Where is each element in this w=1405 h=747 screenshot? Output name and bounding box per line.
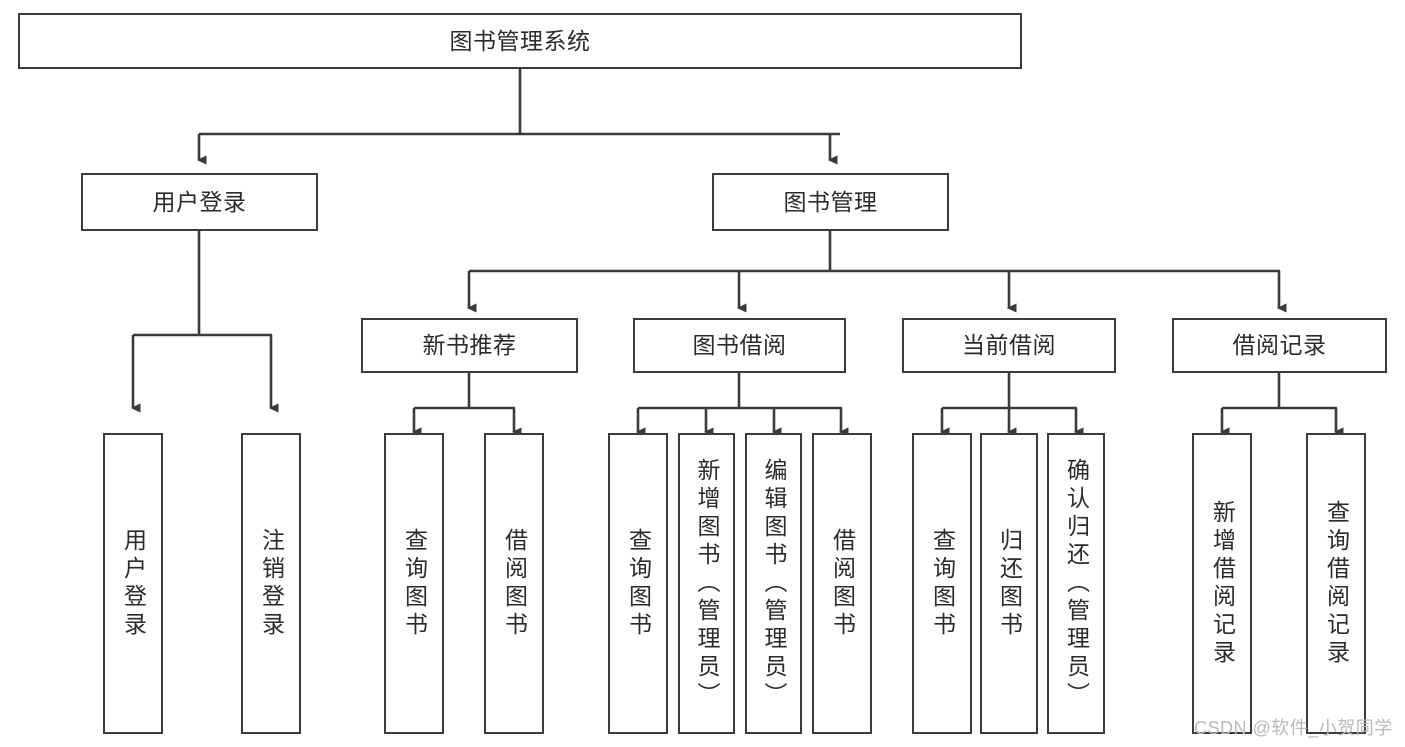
node-label: 查询借阅记录 bbox=[1323, 499, 1350, 668]
leaf-new-book-borrow[interactable]: 借阅图书 bbox=[484, 433, 544, 734]
leaf-new-book-query[interactable]: 查询图书 bbox=[384, 433, 444, 734]
node-label: 查询图书 bbox=[401, 527, 428, 640]
leaf-book-borrow-borrow[interactable]: 借阅图书 bbox=[812, 433, 872, 734]
node-label: 新增借阅记录 bbox=[1209, 499, 1236, 668]
leaf-current-borrow-confirm-return[interactable]: 确认归还（管理员） bbox=[1047, 433, 1105, 734]
leaf-current-borrow-return[interactable]: 归还图书 bbox=[980, 433, 1038, 734]
node-label: 借阅图书 bbox=[829, 527, 856, 640]
node-label: 注销登录 bbox=[258, 527, 285, 640]
leaf-user-login-logout[interactable]: 注销登录 bbox=[241, 433, 301, 734]
leaf-user-login-login[interactable]: 用户登录 bbox=[103, 433, 163, 734]
node-current-borrow[interactable]: 当前借阅 bbox=[902, 318, 1116, 373]
leaf-borrow-record-query[interactable]: 查询借阅记录 bbox=[1306, 433, 1366, 734]
leaf-book-borrow-query[interactable]: 查询图书 bbox=[608, 433, 668, 734]
node-borrow-record[interactable]: 借阅记录 bbox=[1172, 318, 1387, 373]
node-label: 查询图书 bbox=[929, 527, 956, 640]
node-label: 归还图书 bbox=[996, 527, 1023, 640]
node-label: 当前借阅 bbox=[962, 332, 1056, 359]
node-label: 编辑图书（管理员） bbox=[761, 457, 787, 710]
node-label: 确认归还（管理员） bbox=[1063, 457, 1090, 710]
leaf-borrow-record-add[interactable]: 新增借阅记录 bbox=[1192, 433, 1252, 734]
node-root-system[interactable]: 图书管理系统 bbox=[18, 13, 1022, 69]
node-label: 新书推荐 bbox=[422, 332, 517, 359]
node-label: 借阅图书 bbox=[501, 527, 528, 640]
node-label: 图书管理系统 bbox=[449, 27, 591, 54]
node-label: 查询图书 bbox=[625, 527, 652, 640]
node-label: 图书借阅 bbox=[692, 332, 787, 359]
node-label: 借阅记录 bbox=[1232, 332, 1327, 359]
node-label: 用户登录 bbox=[152, 188, 247, 215]
node-label: 图书管理 bbox=[783, 188, 878, 215]
node-label: 用户登录 bbox=[120, 527, 147, 640]
node-user-login[interactable]: 用户登录 bbox=[81, 173, 318, 231]
node-label: 新增图书（管理员） bbox=[694, 457, 720, 710]
node-book-borrow[interactable]: 图书借阅 bbox=[633, 318, 846, 373]
leaf-book-borrow-edit[interactable]: 编辑图书（管理员） bbox=[745, 433, 802, 734]
leaf-current-borrow-query[interactable]: 查询图书 bbox=[912, 433, 972, 734]
node-book-management[interactable]: 图书管理 bbox=[712, 173, 949, 231]
leaf-book-borrow-add[interactable]: 新增图书（管理员） bbox=[678, 433, 735, 734]
node-new-book-recommend[interactable]: 新书推荐 bbox=[361, 318, 578, 373]
